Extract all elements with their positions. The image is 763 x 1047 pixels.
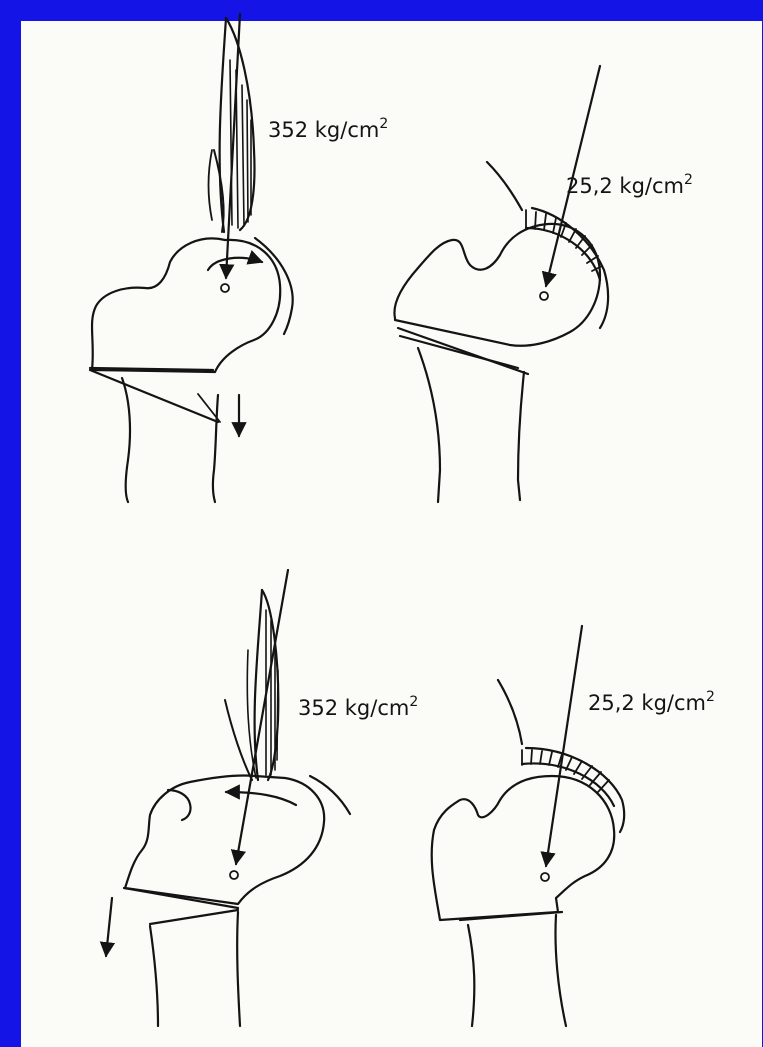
stress-label-top-right: 25,2 kg/cm2: [566, 172, 693, 198]
femur-bottom-left: [124, 775, 350, 1026]
stress-label-bottom-right: 25,2 kg/cm2: [588, 689, 715, 715]
wedge-load-bottom-left: [225, 590, 278, 780]
femur-top-left: [90, 238, 293, 502]
rotation-arrow-top-left: [208, 258, 262, 270]
down-arrow-bottom-left: [106, 898, 112, 956]
stress-label-top-left: 352 kg/cm2: [268, 116, 388, 142]
femur-bottom-right: [432, 680, 624, 1026]
stress-label-bottom-left: 352 kg/cm2: [298, 694, 418, 720]
wedge-load-top-left: [209, 18, 255, 232]
femur-top-right: [394, 162, 608, 502]
rotation-arrow-bottom-left: [226, 792, 296, 805]
